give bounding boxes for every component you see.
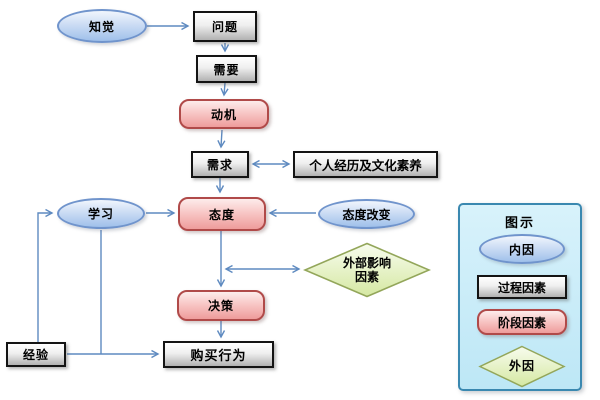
node-attitude-change: 态度改变 <box>318 199 415 229</box>
node-decision-label: 决策 <box>207 299 234 313</box>
legend-item-process-factor: 过程因素 <box>477 275 567 299</box>
connector-experience-learning <box>37 208 54 342</box>
node-personal-experience-label: 个人经历及文化素养 <box>309 159 422 173</box>
node-perception: 知觉 <box>57 9 147 43</box>
legend-item-stage-factor: 阶段因素 <box>477 309 567 335</box>
node-learning-label: 学习 <box>87 207 114 221</box>
legend-item-internal-factor: 内因 <box>479 234 565 264</box>
legend-item-external-factor-label: 外因 <box>508 359 535 374</box>
node-demand: 需求 <box>191 151 249 178</box>
diamond-shape <box>303 242 431 298</box>
node-external-influence-label: 外部影响因素 <box>342 255 391 284</box>
node-attitude: 态度 <box>178 197 266 231</box>
node-motivation-label: 动机 <box>210 107 237 122</box>
legend-panel: 图示 内因 过程因素 阶段因素 外因 <box>458 203 582 391</box>
legend-item-internal-factor-label: 内因 <box>508 242 535 257</box>
node-problem-label: 问题 <box>211 20 238 34</box>
node-demand-label: 需求 <box>206 158 233 172</box>
node-need: 需要 <box>196 55 257 83</box>
connector-need-motivation <box>220 82 229 97</box>
node-decision: 决策 <box>177 290 265 321</box>
node-perception-label: 知觉 <box>88 19 115 34</box>
node-external-influence: 外部影响因素 <box>303 242 431 298</box>
node-need-label: 需要 <box>213 62 240 77</box>
node-personal-experience: 个人经历及文化素养 <box>293 151 438 178</box>
node-problem: 问题 <box>193 11 257 42</box>
legend-item-process-factor-label: 过程因素 <box>497 280 546 295</box>
node-experience-label: 经验 <box>22 348 49 362</box>
node-purchase-behavior: 购买行为 <box>163 341 274 368</box>
legend-item-stage-factor-label: 阶段因素 <box>497 315 546 330</box>
node-purchase-behavior-label: 购买行为 <box>190 348 247 363</box>
node-experience: 经验 <box>6 342 66 367</box>
connector-motivation-demand <box>217 129 226 149</box>
legend-title: 图示 <box>504 215 535 230</box>
node-motivation: 动机 <box>179 99 269 129</box>
node-attitude-change-label: 态度改变 <box>342 207 391 222</box>
legend-item-external-factor: 外因 <box>478 345 566 388</box>
node-attitude-label: 态度 <box>208 207 235 222</box>
diamond-shape <box>478 345 566 388</box>
node-learning: 学习 <box>57 198 145 229</box>
